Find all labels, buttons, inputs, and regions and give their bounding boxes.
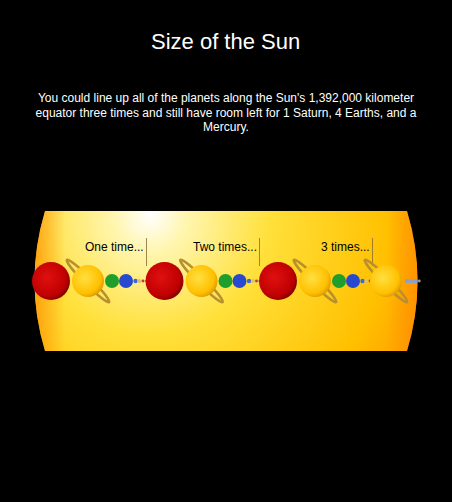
count-label: 3 times... [321, 240, 370, 254]
title: Size of the Sun [151, 29, 300, 55]
count-label: One time... [85, 240, 144, 254]
count-label: Two times... [193, 240, 257, 254]
description-text: You could line up all of the planets alo… [34, 91, 418, 135]
